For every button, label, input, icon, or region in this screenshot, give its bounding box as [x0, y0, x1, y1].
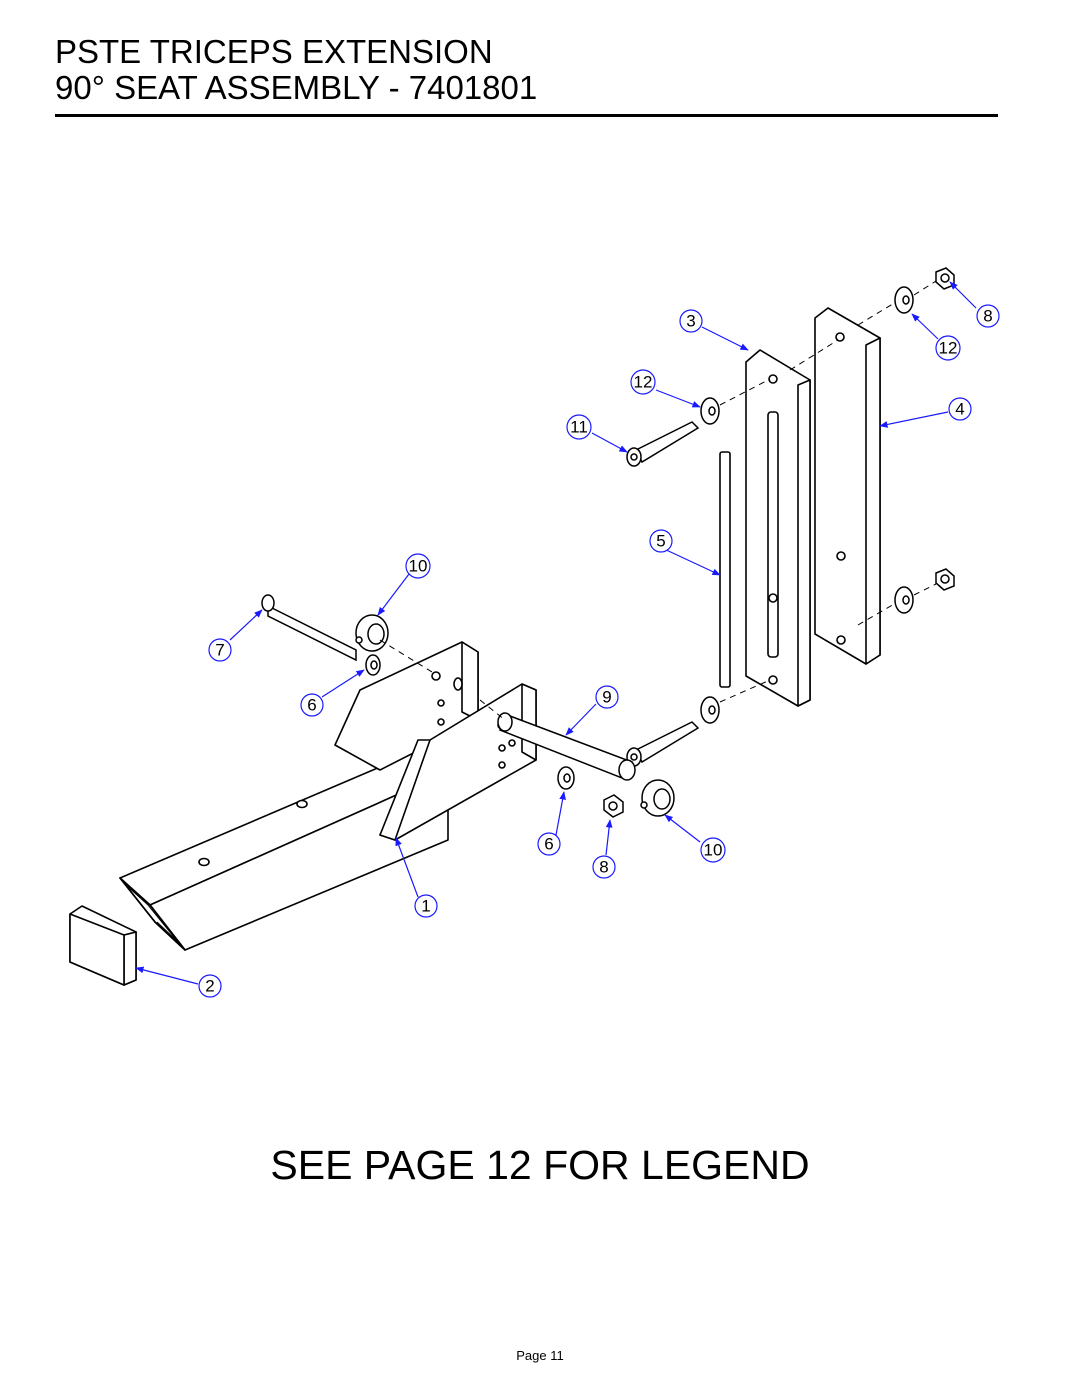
svg-text:12: 12: [939, 339, 958, 358]
callout-4: 4: [948, 397, 972, 421]
collar-10-lower: [640, 779, 675, 817]
title-line-2: 90° SEAT ASSEMBLY - 7401801: [55, 69, 538, 106]
part-2-end-cap: [69, 905, 137, 986]
svg-text:6: 6: [544, 835, 553, 854]
callout-7: 7: [208, 638, 232, 662]
washer-12-top: [894, 286, 914, 314]
part-4-plate: [814, 307, 881, 665]
callout-6-lower: 6: [537, 832, 561, 856]
callout-2: 2: [198, 974, 222, 998]
svg-text:5: 5: [656, 532, 665, 551]
svg-text:8: 8: [983, 307, 992, 326]
assembly-dashed-lines: [379, 280, 937, 721]
callout-8-top: 8: [976, 304, 1000, 328]
callout-8-lower: 8: [592, 855, 616, 879]
bolt-11-lower: [626, 721, 700, 767]
washer-12-upper: [700, 397, 720, 425]
svg-text:10: 10: [704, 841, 723, 860]
nut-8-lower-right: [935, 568, 955, 591]
callout-leaders: [135, 281, 977, 985]
page-number: Page 11: [516, 1348, 564, 1363]
part-3-plate: [745, 349, 811, 707]
collar-10-upper: [355, 614, 389, 652]
part-1-seat-frame: [119, 641, 537, 951]
bolt-11-upper: [626, 421, 700, 467]
svg-text:11: 11: [570, 418, 588, 437]
callout-11: 11: [566, 414, 592, 440]
callout-10-upper: 10: [405, 553, 431, 579]
svg-text:4: 4: [955, 400, 964, 419]
nut-8-top: [935, 267, 955, 290]
svg-text:3: 3: [686, 312, 695, 331]
washer-12-lower: [700, 696, 720, 724]
callout-12-upper: 12: [630, 369, 656, 395]
pin-7: [261, 594, 357, 662]
title-underline: [55, 114, 998, 117]
title-line-1: PSTE TRICEPS EXTENSION: [55, 33, 493, 70]
callout-10-lower: 10: [700, 837, 726, 863]
washer-6-lower: [557, 766, 575, 790]
svg-text:9: 9: [602, 688, 611, 707]
svg-text:1: 1: [421, 897, 430, 916]
svg-text:8: 8: [599, 858, 608, 877]
page-title: PSTE TRICEPS EXTENSION 90° SEAT ASSEMBLY…: [55, 34, 537, 106]
callout-1: 1: [414, 894, 438, 918]
callout-bubbles: 3 8 12 12 4 11 5 10 7 6 9 6 10 8 1 2: [198, 304, 1000, 998]
part-5-strip: [719, 451, 731, 688]
svg-text:7: 7: [215, 641, 224, 660]
washer-12-lower-right: [894, 586, 914, 614]
svg-text:2: 2: [205, 977, 214, 996]
washer-6-upper: [365, 654, 381, 676]
callout-6-upper: 6: [300, 693, 324, 717]
svg-text:12: 12: [634, 373, 653, 392]
svg-text:6: 6: [307, 696, 316, 715]
callout-9: 9: [595, 685, 619, 709]
nut-8-lower: [603, 794, 624, 818]
callout-12-right: 12: [935, 335, 961, 361]
callout-5: 5: [649, 529, 673, 553]
svg-text:10: 10: [409, 557, 428, 576]
legend-note: SEE PAGE 12 FOR LEGEND: [270, 1142, 810, 1188]
callout-3: 3: [679, 309, 703, 333]
hardware: [261, 267, 955, 818]
